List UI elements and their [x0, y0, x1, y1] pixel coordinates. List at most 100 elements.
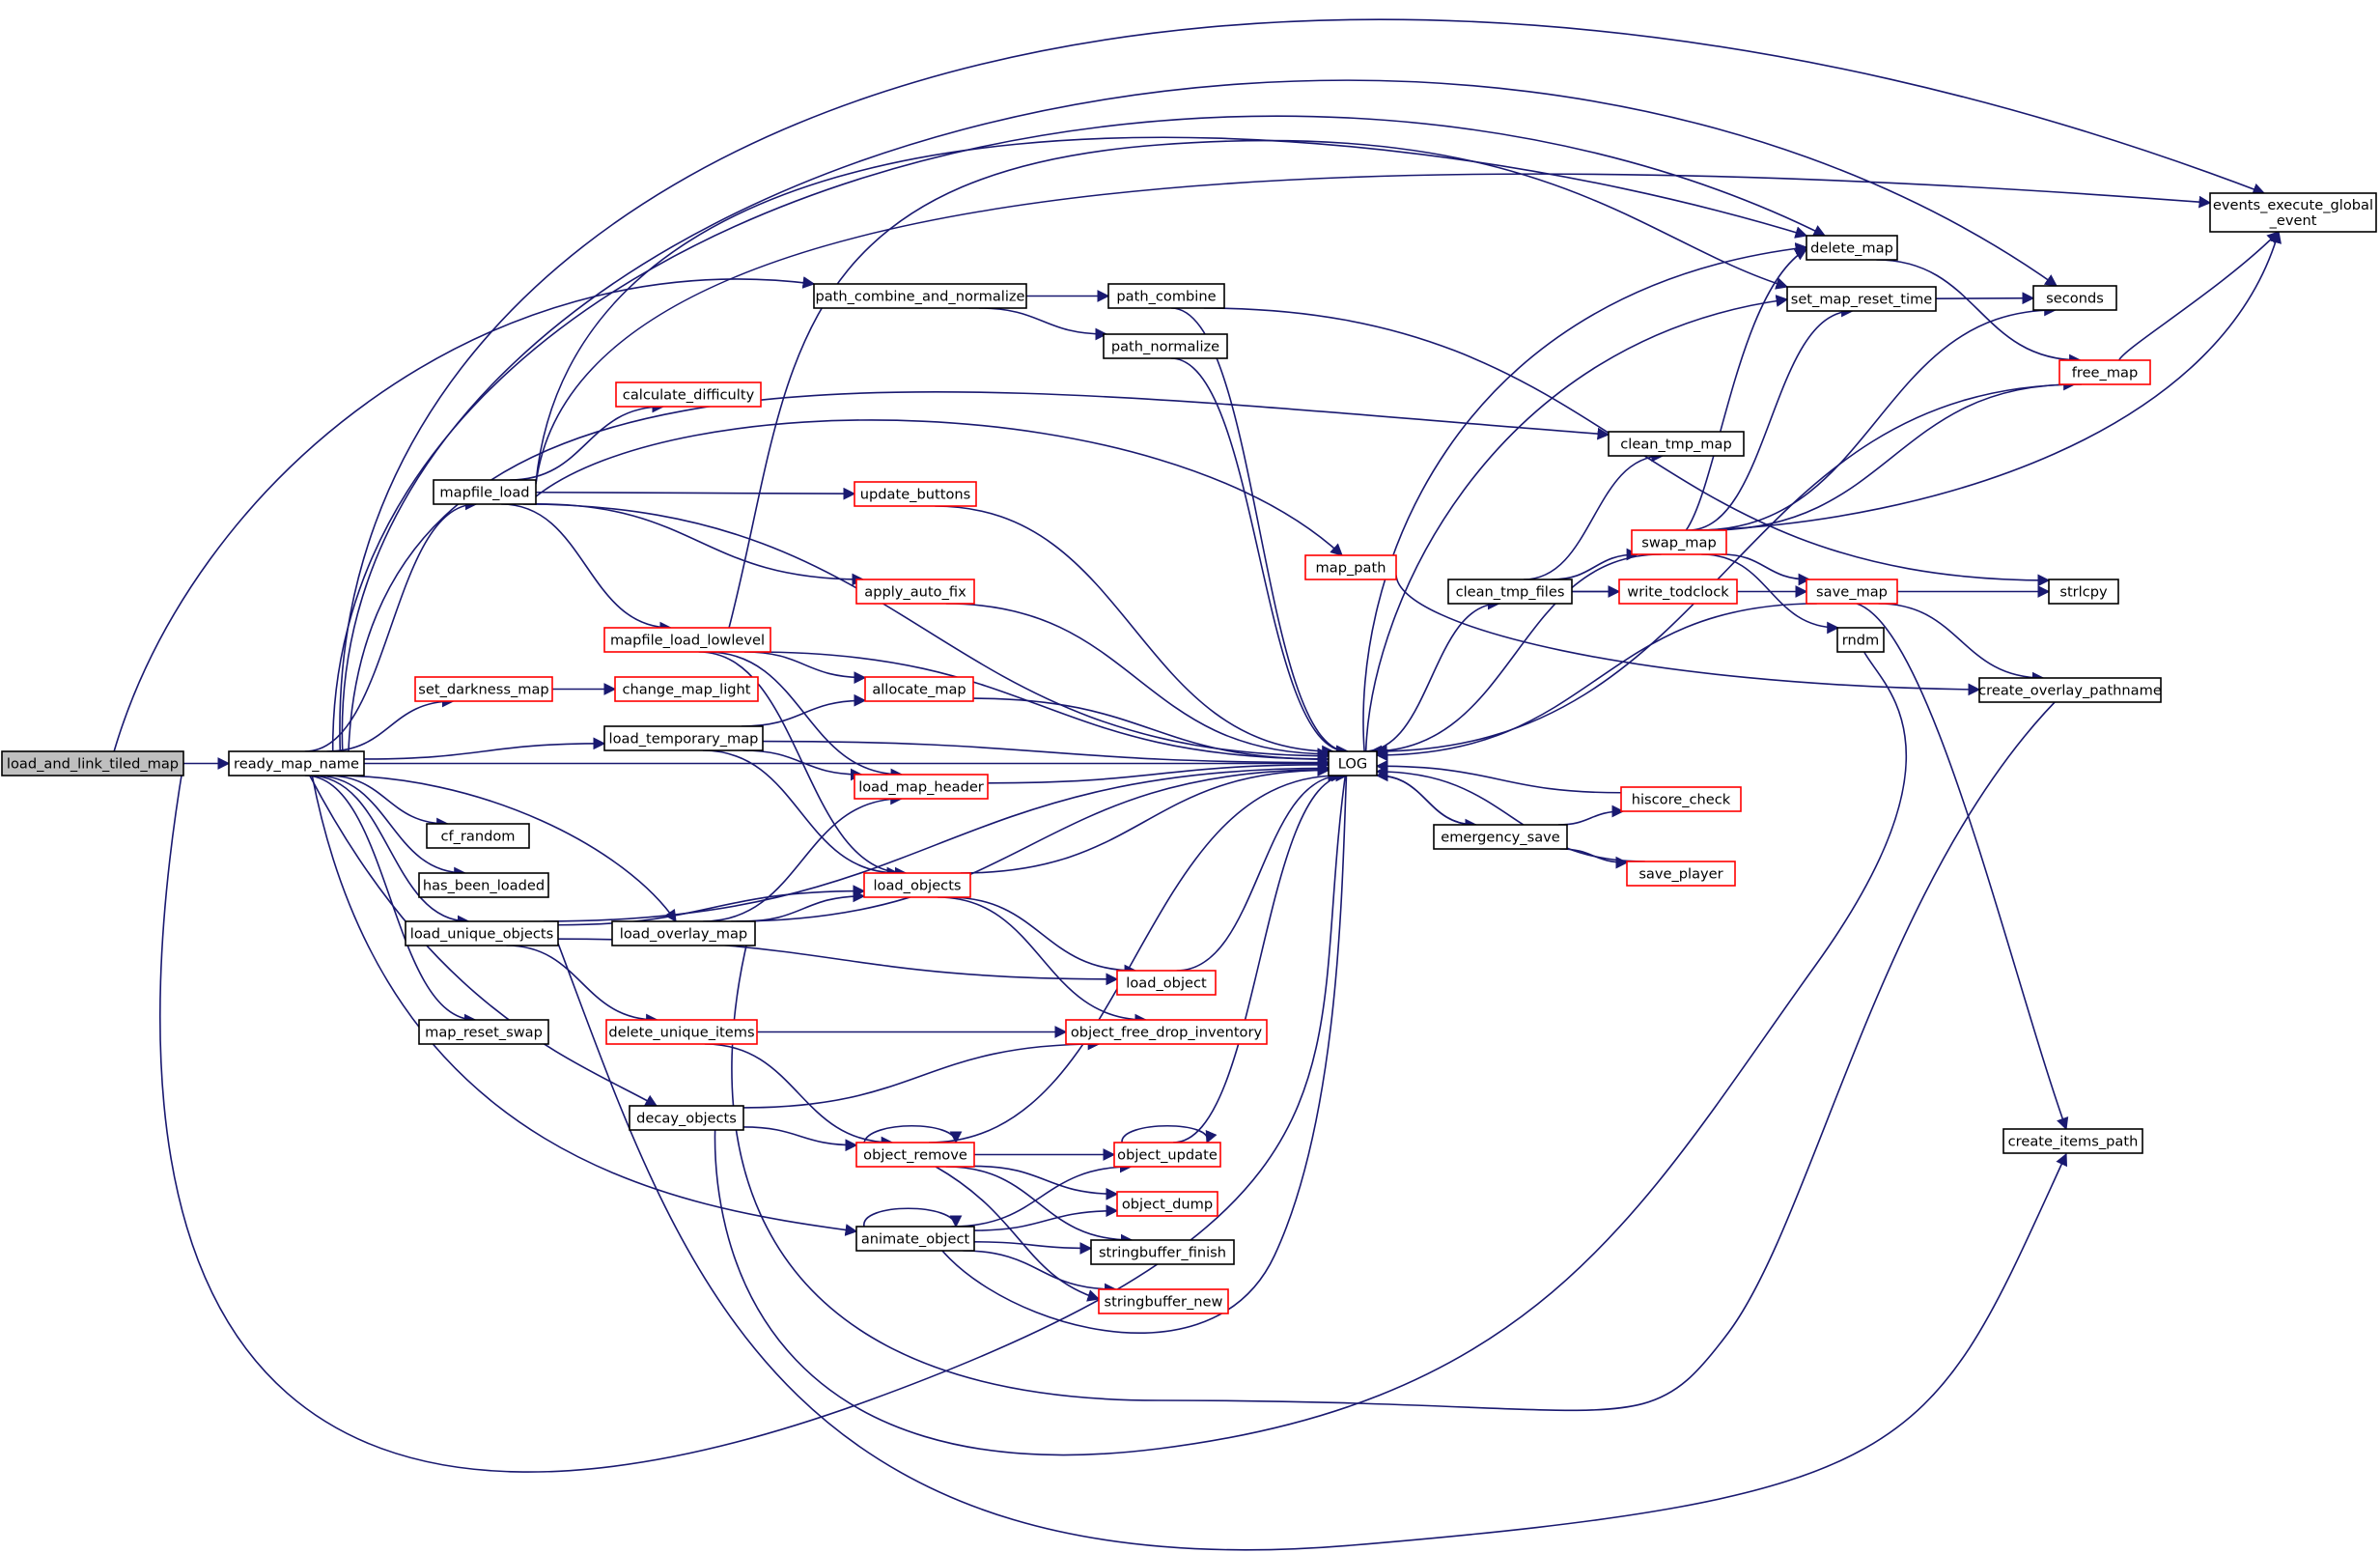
node-load_unique_objects[interactable]: load_unique_objects [405, 920, 559, 946]
node-map_path[interactable]: map_path [1304, 554, 1397, 580]
node-create_items_path[interactable]: create_items_path [2002, 1128, 2143, 1154]
node-box-rndm[interactable] [1836, 627, 1885, 653]
node-calculate_difficulty[interactable]: calculate_difficulty [615, 381, 762, 408]
node-clean_tmp_map[interactable]: clean_tmp_map [1608, 431, 1745, 457]
node-object_update[interactable]: object_update [1113, 1142, 1221, 1168]
node-box-object_dump[interactable] [1116, 1191, 1218, 1217]
node-box-create_items_path[interactable] [2002, 1128, 2143, 1154]
node-box-has_been_loaded[interactable] [418, 872, 549, 898]
node-decay_objects[interactable]: decay_objects [629, 1105, 744, 1131]
node-delete_map[interactable]: delete_map [1806, 235, 1898, 261]
node-map_reset_swap[interactable]: map_reset_swap [418, 1019, 549, 1045]
node-box-write_todclock[interactable] [1618, 579, 1738, 605]
node-box-load_and_link_tiled_map[interactable] [1, 750, 184, 776]
node-box-apply_auto_fix[interactable] [855, 579, 975, 605]
node-box-clean_tmp_files[interactable] [1447, 579, 1573, 605]
node-box-object_remove[interactable] [855, 1142, 975, 1168]
node-clean_tmp_files[interactable]: clean_tmp_files [1447, 579, 1573, 605]
node-change_map_light[interactable]: change_map_light [614, 676, 759, 702]
node-path_combine[interactable]: path_combine [1107, 283, 1225, 309]
node-box-swap_map[interactable] [1631, 529, 1727, 555]
node-box-free_map[interactable] [2058, 359, 2151, 385]
node-box-allocate_map[interactable] [864, 676, 974, 702]
node-box-delete_unique_items[interactable] [605, 1019, 758, 1045]
node-box-change_map_light[interactable] [614, 676, 759, 702]
node-LOG[interactable]: LOG [1328, 750, 1378, 776]
node-box-save_player[interactable] [1626, 861, 1736, 887]
node-box-path_combine_and_normalize[interactable] [813, 283, 1027, 309]
node-box-stringbuffer_new[interactable] [1098, 1288, 1229, 1314]
node-load_temporary_map[interactable]: load_temporary_map [603, 725, 764, 751]
node-path_combine_and_normalize[interactable]: path_combine_and_normalize [813, 283, 1027, 309]
node-load_object[interactable]: load_object [1116, 970, 1217, 996]
node-box-map_path[interactable] [1304, 554, 1397, 580]
node-box-clean_tmp_map[interactable] [1608, 431, 1745, 457]
node-events_execute_global_event[interactable]: events_execute_global_event [2209, 192, 2377, 233]
node-box-strlcpy[interactable] [2048, 579, 2119, 605]
node-box-update_buttons[interactable] [854, 481, 977, 507]
node-rndm[interactable]: rndm [1836, 627, 1885, 653]
node-box-animate_object[interactable] [855, 1226, 975, 1252]
node-box-load_overlay_map[interactable] [611, 920, 756, 946]
node-path_normalize[interactable]: path_normalize [1103, 333, 1228, 359]
node-load_objects[interactable]: load_objects [863, 872, 971, 898]
node-box-calculate_difficulty[interactable] [615, 381, 762, 408]
node-load_overlay_map[interactable]: load_overlay_map [611, 920, 756, 946]
node-stringbuffer_new[interactable]: stringbuffer_new [1098, 1288, 1229, 1314]
node-box-object_free_drop_inventory[interactable] [1065, 1019, 1268, 1045]
node-box-delete_map[interactable] [1806, 235, 1898, 261]
node-box-mapfile_load_lowlevel[interactable] [603, 627, 771, 653]
node-box-map_reset_swap[interactable] [418, 1019, 549, 1045]
node-box-path_combine[interactable] [1107, 283, 1225, 309]
node-box-mapfile_load[interactable] [433, 479, 537, 505]
node-allocate_map[interactable]: allocate_map [864, 676, 974, 702]
node-stringbuffer_finish[interactable]: stringbuffer_finish [1090, 1239, 1235, 1265]
node-box-emergency_save[interactable] [1433, 824, 1568, 850]
node-box-stringbuffer_finish[interactable] [1090, 1239, 1235, 1265]
node-set_map_reset_time[interactable]: set_map_reset_time [1786, 286, 1937, 312]
node-set_darkness_map[interactable]: set_darkness_map [414, 676, 553, 702]
node-has_been_loaded[interactable]: has_been_loaded [418, 872, 549, 898]
node-box-path_normalize[interactable] [1103, 333, 1228, 359]
node-update_buttons[interactable]: update_buttons [854, 481, 977, 507]
node-box-load_map_header[interactable] [854, 774, 989, 800]
node-seconds[interactable]: seconds [2032, 285, 2117, 311]
node-save_player[interactable]: save_player [1626, 861, 1736, 887]
node-free_map[interactable]: free_map [2058, 359, 2151, 385]
node-load_map_header[interactable]: load_map_header [854, 774, 989, 800]
node-box-set_darkness_map[interactable] [414, 676, 553, 702]
node-emergency_save[interactable]: emergency_save [1433, 824, 1568, 850]
node-object_remove[interactable]: object_remove [855, 1142, 975, 1168]
node-box-load_object[interactable] [1116, 970, 1217, 996]
node-write_todclock[interactable]: write_todclock [1618, 579, 1738, 605]
node-box-seconds[interactable] [2032, 285, 2117, 311]
node-load_and_link_tiled_map[interactable]: load_and_link_tiled_map [1, 750, 184, 776]
node-swap_map[interactable]: swap_map [1631, 529, 1727, 555]
node-box-create_overlay_pathname[interactable] [1978, 677, 2162, 703]
node-box-save_map[interactable] [1806, 579, 1898, 605]
node-box-LOG[interactable] [1328, 750, 1378, 776]
node-box-decay_objects[interactable] [629, 1105, 744, 1131]
node-save_map[interactable]: save_map [1806, 579, 1898, 605]
node-strlcpy[interactable]: strlcpy [2048, 579, 2119, 605]
node-cf_random[interactable]: cf_random [426, 823, 530, 849]
node-mapfile_load_lowlevel[interactable]: mapfile_load_lowlevel [603, 627, 771, 653]
node-box-hiscore_check[interactable] [1620, 786, 1742, 812]
node-delete_unique_items[interactable]: delete_unique_items [605, 1019, 758, 1045]
node-apply_auto_fix[interactable]: apply_auto_fix [855, 579, 975, 605]
node-box-object_update[interactable] [1113, 1142, 1221, 1168]
node-mapfile_load[interactable]: mapfile_load [433, 479, 537, 505]
node-box-load_objects[interactable] [863, 872, 971, 898]
node-box-set_map_reset_time[interactable] [1786, 286, 1937, 312]
node-box-load_temporary_map[interactable] [603, 725, 764, 751]
node-animate_object[interactable]: animate_object [855, 1226, 975, 1252]
node-box-cf_random[interactable] [426, 823, 530, 849]
node-box-load_unique_objects[interactable] [405, 920, 559, 946]
node-hiscore_check[interactable]: hiscore_check [1620, 786, 1742, 812]
node-box-ready_map_name[interactable] [228, 750, 365, 776]
node-create_overlay_pathname[interactable]: create_overlay_pathname [1978, 677, 2162, 703]
node-object_free_drop_inventory[interactable]: object_free_drop_inventory [1065, 1019, 1268, 1045]
node-box-events_execute_global_event[interactable] [2209, 192, 2377, 233]
node-object_dump[interactable]: object_dump [1116, 1191, 1218, 1217]
node-ready_map_name[interactable]: ready_map_name [228, 750, 365, 776]
